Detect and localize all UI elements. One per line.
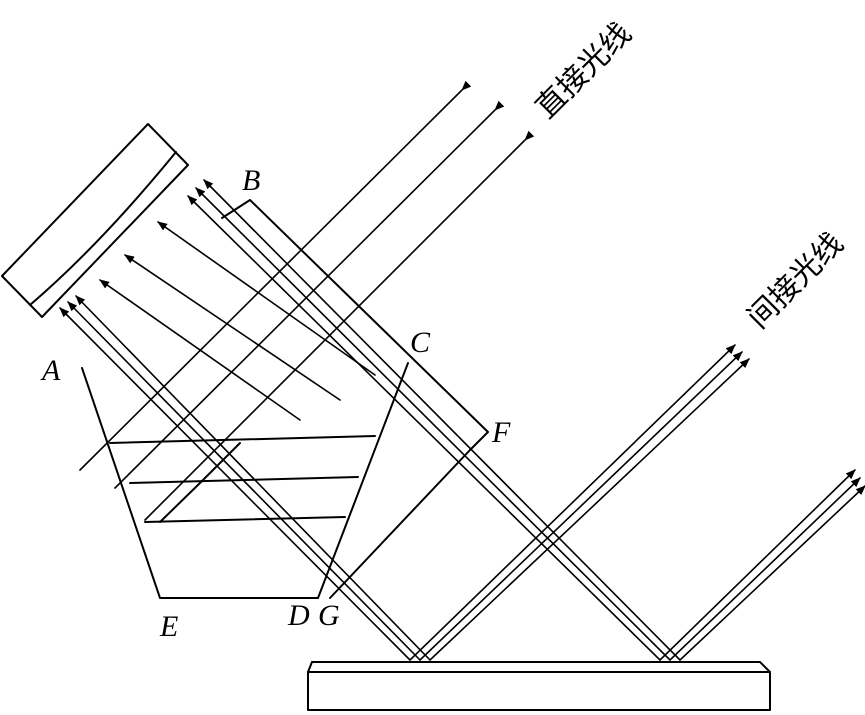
point-labels: A B C D E F G [40, 164, 511, 643]
label-g: G [318, 599, 340, 632]
lens [1, 123, 189, 318]
label-c: C [410, 326, 431, 359]
label-e: E [159, 610, 178, 643]
reflected-rays [59, 179, 865, 661]
label-a: A [40, 354, 61, 387]
label-d: D [287, 599, 310, 632]
filter-plate [221, 199, 489, 599]
label-b: B [242, 164, 260, 197]
base-plate [307, 661, 771, 711]
internal-rays [99, 221, 376, 421]
label-f: F [491, 416, 511, 449]
prism [81, 362, 409, 599]
caption-indirect-light: 间接光线 [741, 226, 851, 336]
direct-light-rays [79, 80, 535, 521]
caption-direct-light: 直接光线 [529, 16, 639, 126]
